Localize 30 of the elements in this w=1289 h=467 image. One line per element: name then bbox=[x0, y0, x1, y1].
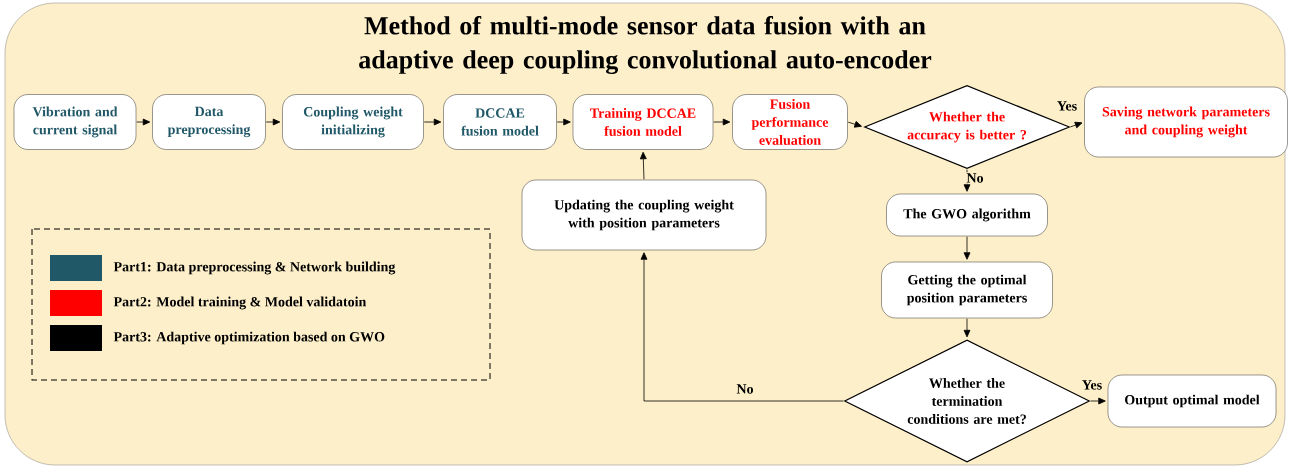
arrow bbox=[1070, 121, 1083, 129]
process-box: Coupling weight initializing bbox=[282, 94, 424, 150]
arrow bbox=[136, 118, 151, 126]
arrow bbox=[639, 151, 647, 180]
process-box: Fusion performance evaluation bbox=[732, 94, 848, 150]
arrow bbox=[423, 118, 442, 126]
title: Method of multi-mode sensor data fusion with an adaptive deep coupling convolutional auto-encoder bbox=[359, 16, 932, 75]
legend-text: Part1: Data preprocessing & Network building bbox=[113, 261, 396, 275]
process-box: Updating the coupling weight with position parameters bbox=[521, 179, 767, 251]
edge-label: No bbox=[735, 383, 755, 395]
process-box: Output optimal model bbox=[1107, 374, 1277, 428]
arrow bbox=[963, 318, 971, 338]
edge-label: No bbox=[965, 172, 985, 184]
arrow bbox=[847, 121, 862, 128]
process-box: Training DCCAE fusion model bbox=[572, 94, 714, 150]
process-box: The GWO algorithm bbox=[886, 193, 1048, 237]
process-box: DCCAE fusion model bbox=[443, 94, 557, 150]
arrow bbox=[713, 118, 731, 126]
legend-text: Part2: Model training & Model validatoin bbox=[113, 296, 367, 310]
legend-text: Part3: Adaptive optimization based on GWO bbox=[113, 331, 385, 345]
arrow bbox=[640, 252, 844, 402]
arrow bbox=[556, 118, 571, 126]
arrow bbox=[963, 169, 971, 192]
process-box: Vibration and current signal bbox=[13, 94, 137, 150]
arrow bbox=[963, 236, 971, 260]
arrow bbox=[265, 118, 281, 126]
process-box: Data preprocessing bbox=[152, 94, 266, 150]
process-box: Getting the optimal position parameters bbox=[881, 261, 1053, 319]
arrow bbox=[1090, 397, 1106, 405]
process-box: Saving network parameters and coupling weight bbox=[1084, 86, 1288, 158]
